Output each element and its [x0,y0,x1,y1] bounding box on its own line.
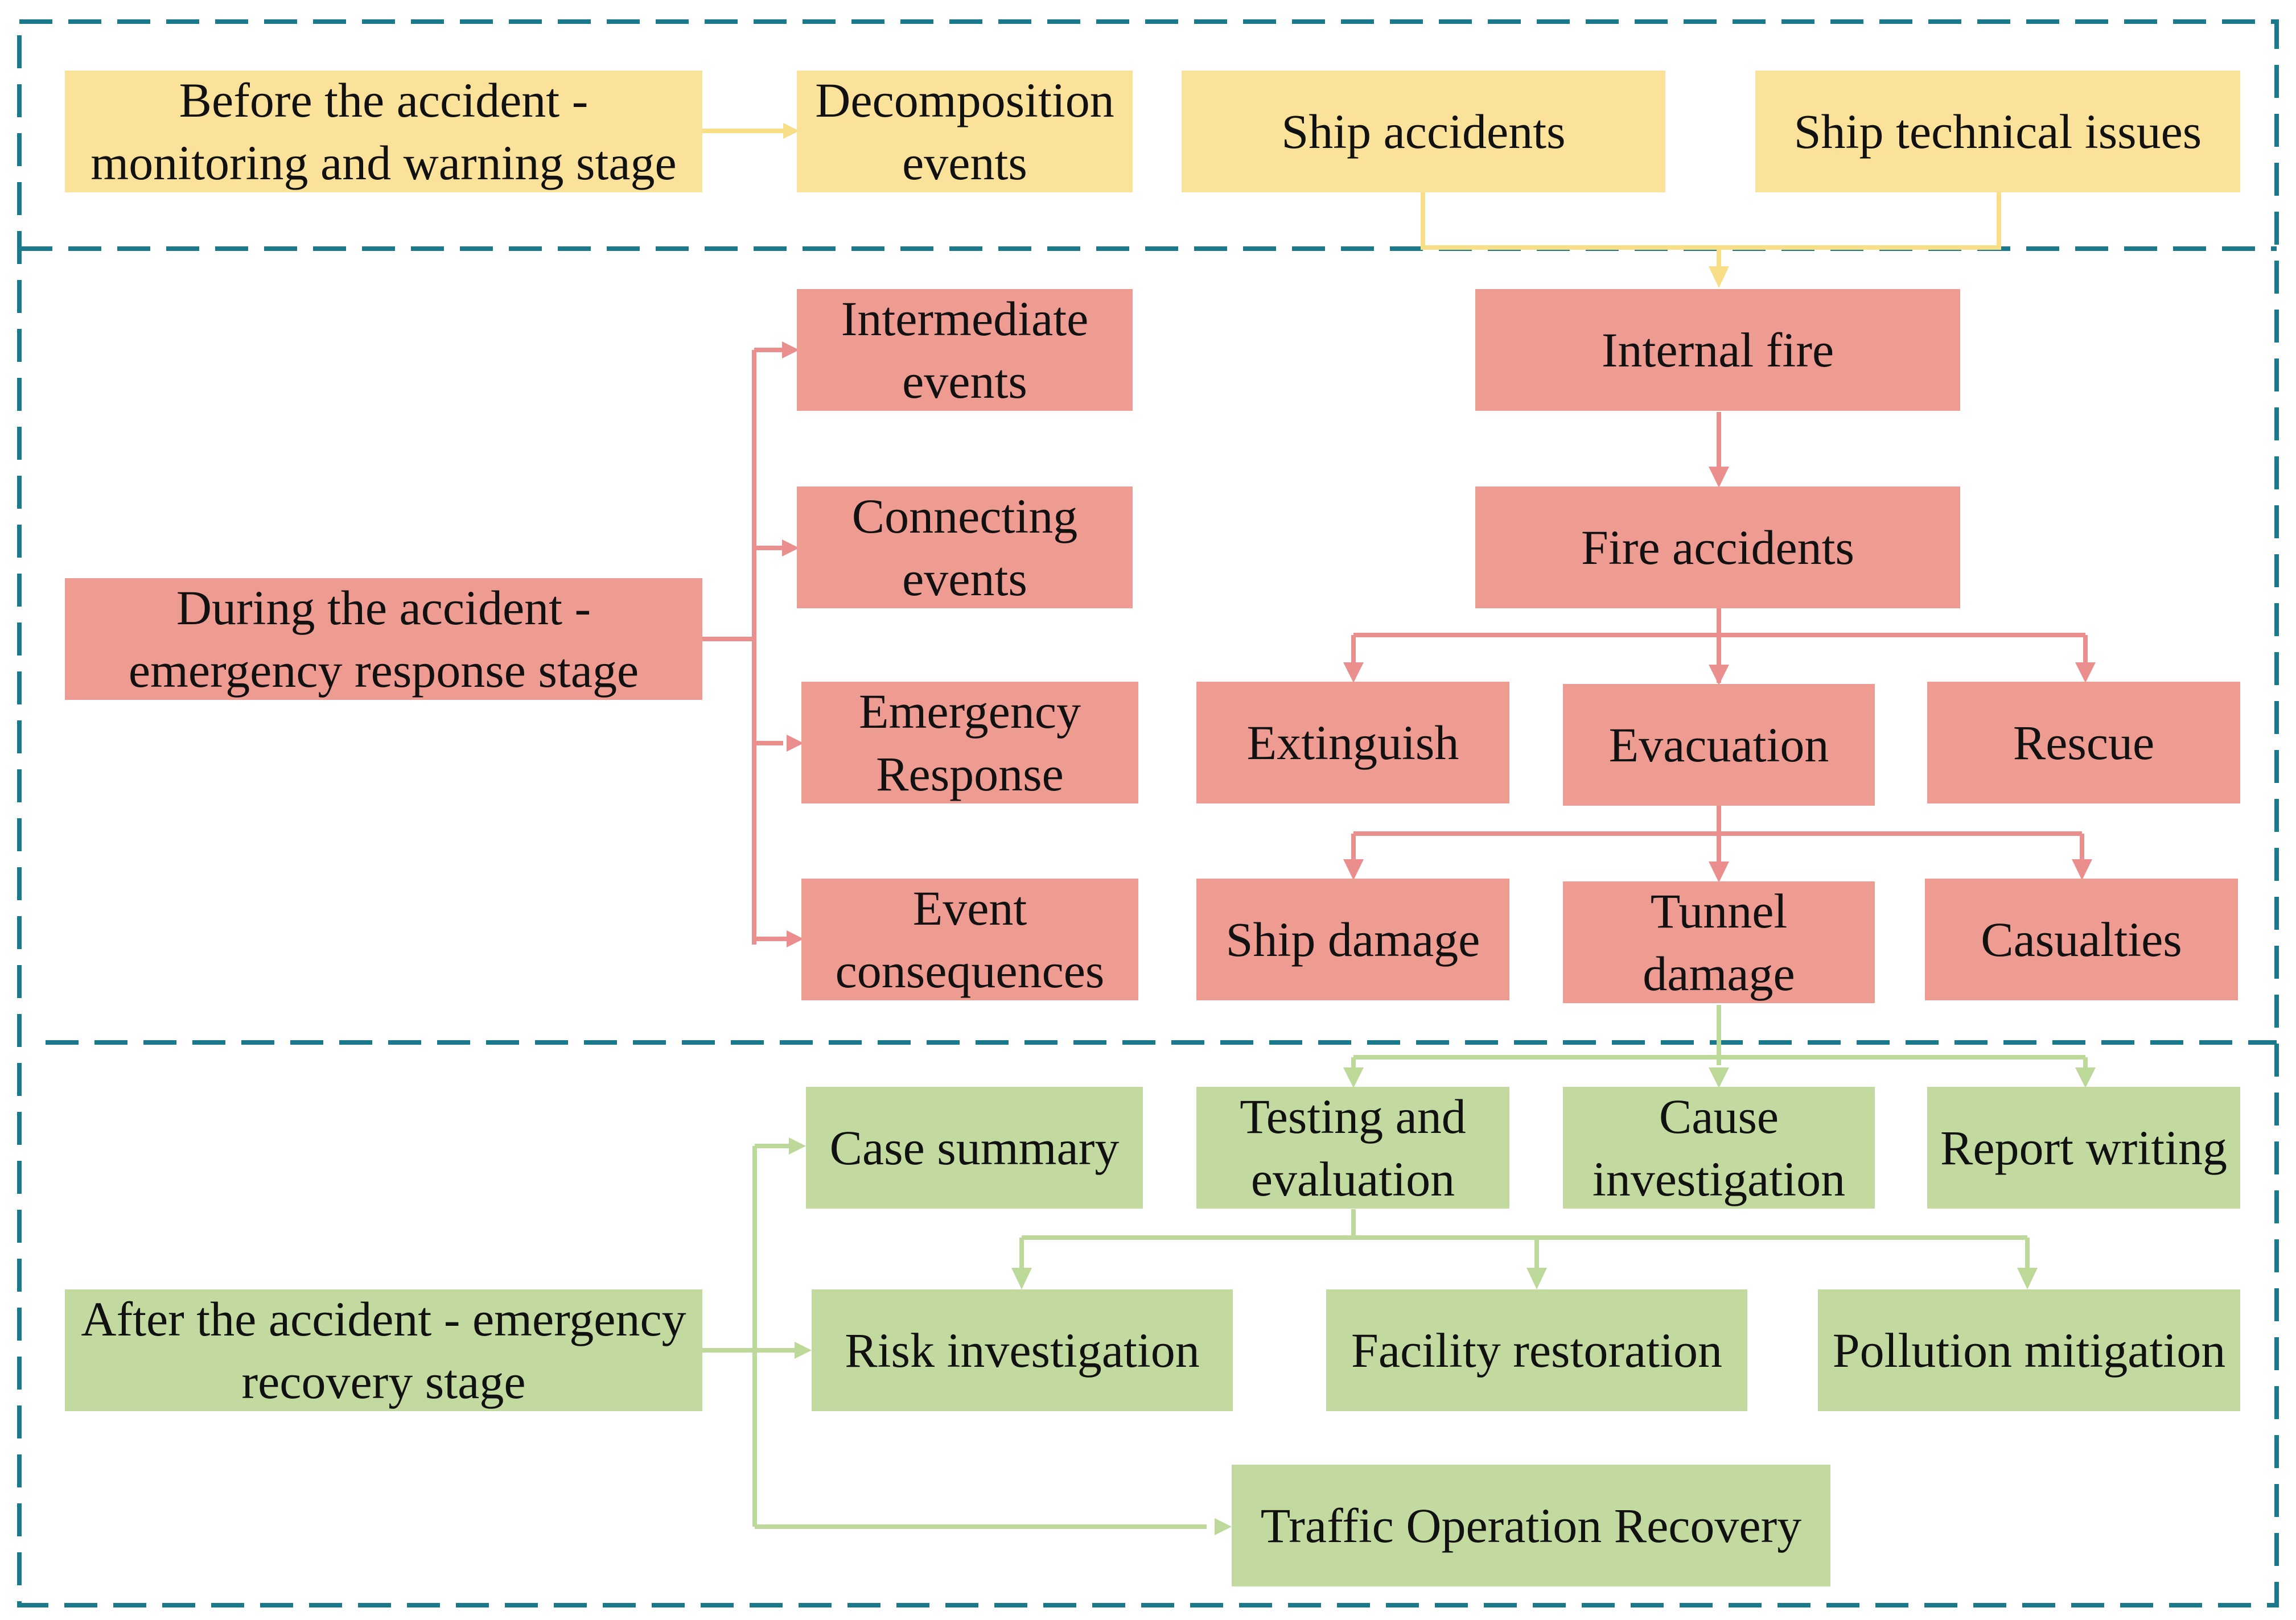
after-branch-bracket [702,1144,1207,1529]
connecting-events-box: Connecting events [797,487,1133,608]
arrowhead-cause-investigation [1709,1067,1729,1088]
green-connectors [702,1005,2088,1529]
ship-technical-issues-label: Ship technical issues [1793,104,2202,159]
arrowhead-fire-accidents [1709,467,1729,488]
fire-accidents-branches [1351,608,2088,683]
connecting-events-label: Connecting events [851,488,1078,606]
risk-investigation-box: Risk investigation [812,1289,1233,1411]
internal-fire-box: Internal fire [1475,289,1960,411]
fire-accidents-box: Fire accidents [1475,487,1960,608]
intermediate-events-label: Intermediate events [841,291,1089,409]
tunnel-damage-to-recovery [1351,1005,2088,1070]
report-writing-label: Report writing [1940,1120,2227,1175]
case-summary-box: Case summary [806,1087,1143,1209]
internal-fire-label: Internal fire [1601,322,1834,377]
traffic-operation-recovery-label: Traffic Operation Recovery [1260,1498,1802,1553]
pollution-mitigation-box: Pollution mitigation [1818,1289,2240,1411]
outer-dashed-frame [17,19,2279,1607]
casualties-box: Casualties [1925,879,2238,1000]
stage-during-box: During the accident - emergency response… [65,578,702,700]
arrowhead-emergency-response [787,735,804,752]
yellow-arrowheads [783,123,1729,288]
facility-restoration-label: Facility restoration [1351,1322,1722,1378]
stage-before-label: Before the accident - monitoring and war… [90,72,677,190]
arrowhead-testing-evaluation [1343,1067,1364,1088]
during-branch-bracket [702,348,789,945]
arrowhead-connecting [782,539,799,557]
tunnel-damage-label: Tunnel damage [1643,883,1795,1001]
facility-restoration-box: Facility restoration [1326,1289,1747,1411]
decomposition-events-box: Decomposition events [797,71,1133,192]
arrowhead-casualties [2072,859,2092,880]
rescue-label: Rescue [2013,715,2155,770]
event-consequences-box: Event consequences [801,879,1138,1000]
pollution-mitigation-label: Pollution mitigation [1832,1322,2226,1378]
emergency-response-box: Emergency Response [801,682,1138,803]
yellow-connectors [702,129,2001,267]
arrowhead-rescue [2075,662,2096,683]
evacuation-box: Evacuation [1563,684,1875,806]
ship-damage-label: Ship damage [1225,912,1480,967]
arrowhead-facility-restoration [1526,1268,1547,1289]
arrowhead-intermediate [782,341,799,358]
arrowhead-tunnel-damage [1709,861,1729,883]
intermediate-events-box: Intermediate events [797,289,1133,411]
arrowhead-risk-from-after [795,1342,812,1359]
event-consequences-label: Event consequences [835,880,1105,998]
red-connectors [702,348,2088,945]
stage-after-box: After the accident - emergency recovery … [65,1289,702,1411]
stage-before-box: Before the accident - monitoring and war… [65,71,702,192]
arrowhead-event-consequences [787,930,804,947]
cause-investigation-label: Cause investigation [1592,1089,1846,1206]
arrow-ship-issues-to-internal-fire [1421,191,2001,267]
red-arrowheads [782,341,2096,947]
testing-evaluation-branches [1019,1209,2030,1269]
evacuation-branches [1351,806,2084,863]
fire-accidents-label: Fire accidents [1581,520,1854,575]
decomposition-events-label: Decomposition events [815,72,1114,190]
ship-damage-box: Ship damage [1196,879,1509,1000]
ship-accidents-box: Ship accidents [1182,71,1665,192]
tunnel-damage-box: Tunnel damage [1563,881,1875,1003]
arrowhead-decomposition [783,123,799,139]
green-arrowheads [789,1067,2096,1535]
cause-investigation-box: Cause investigation [1563,1087,1875,1209]
evacuation-label: Evacuation [1608,717,1829,772]
casualties-label: Casualties [1981,912,2182,967]
testing-evaluation-label: Testing and evaluation [1240,1089,1466,1206]
ship-accidents-label: Ship accidents [1281,104,1566,159]
rescue-box: Rescue [1927,682,2240,803]
risk-investigation-label: Risk investigation [845,1322,1200,1378]
emergency-response-label: Emergency Response [858,683,1081,801]
arrowhead-internal-fire [1709,266,1729,288]
arrowhead-evacuation [1709,665,1729,685]
arrowhead-pollution-mitigation [2017,1268,2038,1289]
arrowhead-extinguish [1343,662,1364,683]
report-writing-box: Report writing [1927,1087,2240,1209]
arrowhead-report-writing [2075,1067,2096,1088]
traffic-operation-recovery-box: Traffic Operation Recovery [1232,1465,1830,1586]
stage-during-label: During the accident - emergency response… [128,580,639,698]
extinguish-label: Extinguish [1246,715,1459,770]
arrowhead-traffic-recovery [1215,1518,1232,1535]
stage-after-label: After the accident - emergency recovery … [81,1291,686,1409]
arrowhead-risk-investigation [1011,1268,1032,1289]
arrowhead-case-summary [789,1137,806,1155]
extinguish-box: Extinguish [1196,682,1509,803]
testing-evaluation-box: Testing and evaluation [1196,1087,1509,1209]
arrowhead-ship-damage [1343,859,1364,880]
case-summary-label: Case summary [829,1120,1120,1175]
ship-technical-issues-box: Ship technical issues [1755,71,2240,192]
